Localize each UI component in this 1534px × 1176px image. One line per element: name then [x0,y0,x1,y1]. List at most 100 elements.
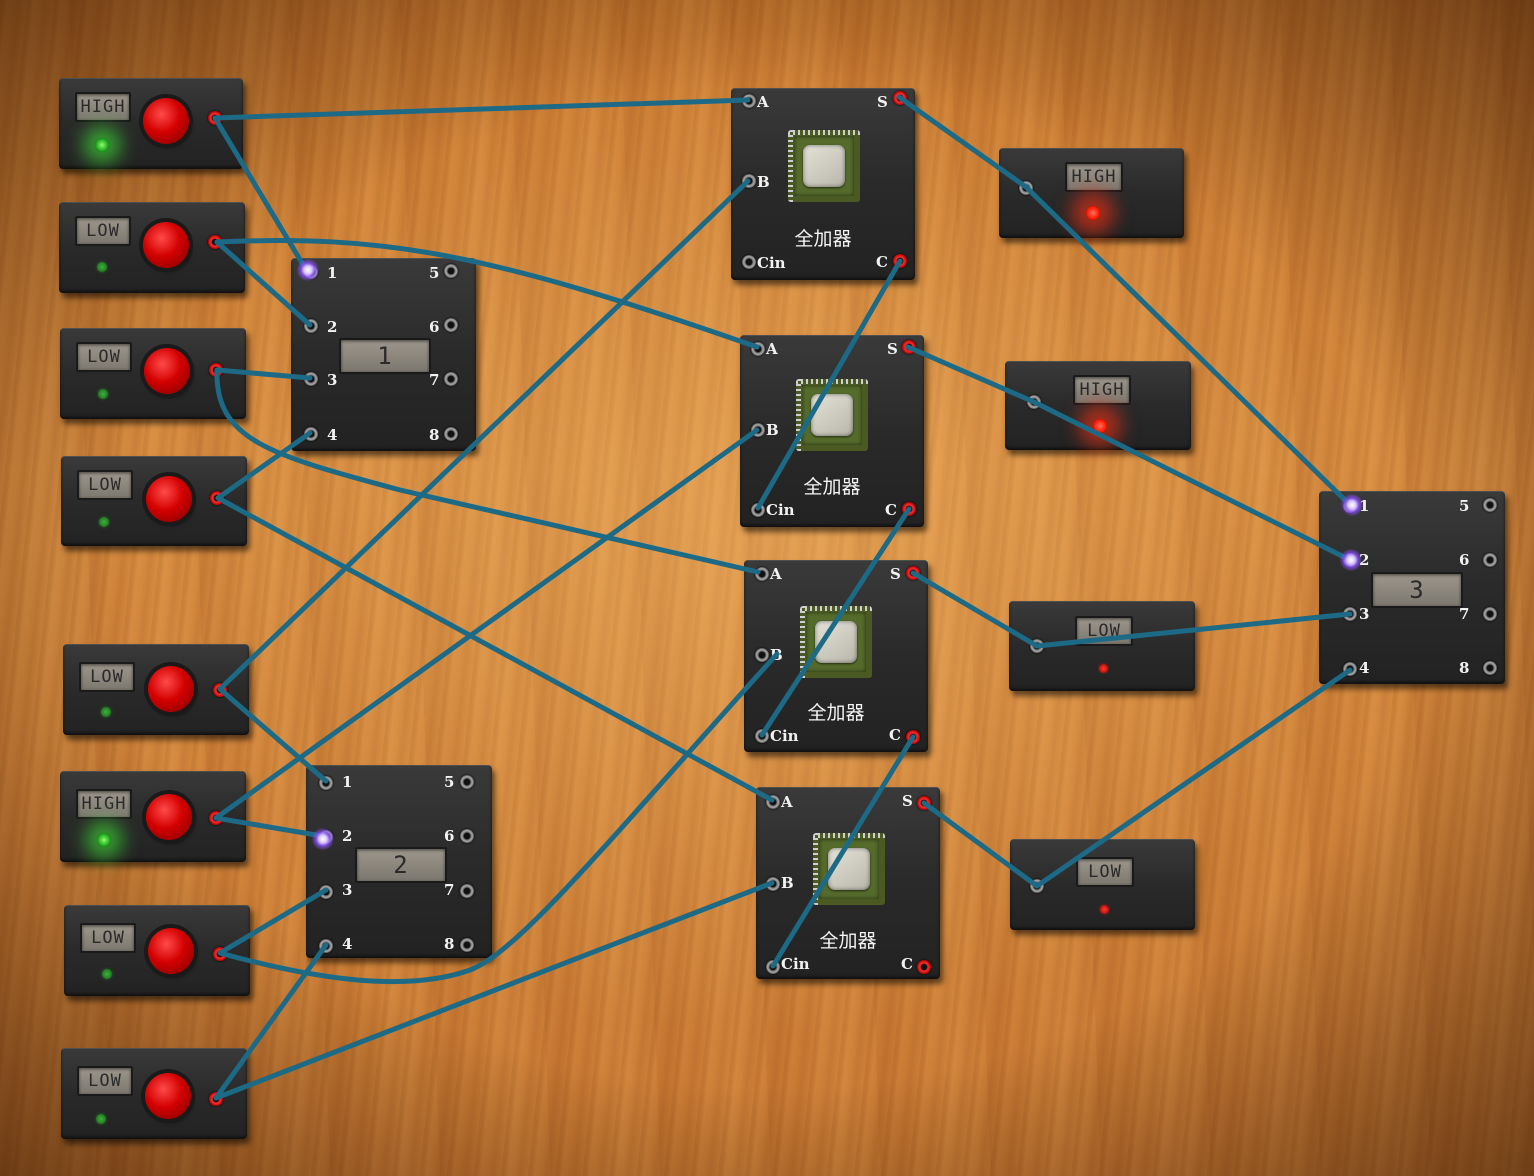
pin-6[interactable] [1483,553,1497,567]
toggle-button[interactable] [143,98,189,144]
state-label: LOW [1076,857,1134,887]
toggle-button[interactable] [148,666,194,712]
input-switch-6: HIGH [60,771,246,862]
wire[interactable] [921,800,1040,889]
wire[interactable] [213,815,325,839]
bcd-display-2: 2 1 2 3 4 5 6 7 8 [306,765,492,958]
pin-label: B [757,173,770,191]
status-led [1086,206,1100,220]
pin-label: 1 [327,264,338,282]
pin-6[interactable] [444,318,458,332]
full-adder-2: A B Cin S C 全加器 [740,335,924,527]
pin-label: 4 [342,935,353,953]
pin-8[interactable] [1483,661,1497,675]
pin-7[interactable] [444,372,458,386]
pin-label: 5 [429,264,440,282]
status-led [102,969,112,979]
pin-label: 3 [327,371,338,389]
wire[interactable] [214,239,313,328]
wire[interactable] [214,367,761,575]
pin-label: 6 [1459,551,1470,569]
pin-label: 4 [1359,659,1370,677]
output-led-4: LOW [1010,839,1195,930]
wire[interactable] [217,686,329,784]
signal-spark-icon [1340,549,1362,571]
pin-label: A [781,793,793,811]
pin-label: C [889,726,901,744]
bcd-display-3: 3 1 2 3 4 5 6 7 8 [1319,491,1505,684]
state-label: LOW [76,342,132,372]
display-value: 1 [339,338,431,374]
pin-label: C [885,501,897,519]
signal-spark-icon [312,828,334,850]
wire[interactable] [905,344,1037,405]
wire[interactable] [215,430,313,501]
wire[interactable] [214,367,313,381]
wire[interactable] [770,734,916,969]
chip-icon [788,130,860,202]
wire[interactable] [1023,184,1353,508]
chip-icon [813,833,885,905]
wire[interactable] [212,97,751,121]
pin-label: 4 [327,426,338,444]
wire[interactable] [213,942,329,1101]
toggle-button[interactable] [148,928,194,974]
pin-label: 5 [444,773,455,791]
pin-cin[interactable] [742,255,756,269]
input-switch-1: HIGH [59,78,243,169]
pin-8[interactable] [444,427,458,441]
toggle-button[interactable] [145,1073,191,1119]
state-label: HIGH [76,789,132,819]
pin-7[interactable] [1483,607,1497,621]
wire[interactable] [213,880,775,1101]
pin-label: B [766,421,779,439]
pin-c[interactable] [917,960,931,974]
input-switch-4: LOW [61,456,247,546]
pin-label: C [901,955,913,973]
pin-b[interactable] [755,648,769,662]
wire[interactable] [214,238,760,350]
pin-6[interactable] [460,829,474,843]
chip-icon [800,606,872,678]
wire[interactable] [896,94,1029,190]
state-label: LOW [77,470,133,500]
pin-label: 1 [1359,497,1370,515]
wire[interactable] [755,258,903,511]
wire[interactable] [759,506,912,738]
wire[interactable] [1034,667,1353,889]
pin-label: 7 [1459,605,1470,623]
toggle-button[interactable] [143,222,189,268]
pin-5[interactable] [460,775,474,789]
pin-label: 7 [429,371,440,389]
toggle-button[interactable] [146,476,192,522]
pin-5[interactable] [1483,498,1497,512]
wire[interactable] [215,495,775,803]
status-led [1099,664,1108,673]
wire[interactable] [1031,399,1353,563]
status-led [96,1114,106,1124]
pin-5[interactable] [444,264,458,278]
pin-label: 5 [1459,497,1470,515]
wire[interactable] [910,570,1040,649]
toggle-button[interactable] [146,794,192,840]
pin-label: 8 [444,935,455,953]
pin-7[interactable] [460,884,474,898]
pin-label: A [766,340,778,358]
pin-label: 8 [429,426,440,444]
adder-name: 全加器 [807,702,865,724]
pin-label: Cin [766,501,795,519]
toggle-button[interactable] [144,348,190,394]
wire[interactable] [217,178,751,692]
pin-label: S [902,792,913,810]
pin-label: S [890,565,901,583]
wire[interactable] [217,887,329,956]
wire[interactable] [217,651,780,985]
display-value: 2 [355,847,447,883]
pin-label: 2 [327,318,338,336]
state-label: LOW [80,923,136,953]
wire[interactable] [213,427,760,821]
output-led-2: HIGH [1005,361,1191,450]
wire[interactable] [1034,611,1353,649]
pin-label: 6 [444,827,455,845]
pin-8[interactable] [460,938,474,952]
